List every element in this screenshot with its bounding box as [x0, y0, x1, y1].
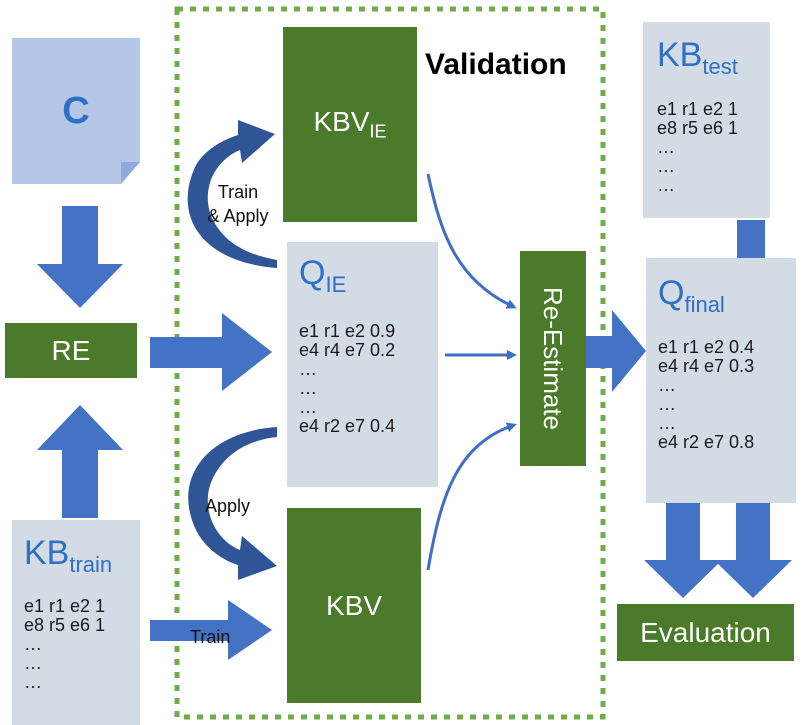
kb-test-title: KBtest	[657, 36, 738, 79]
kbv-label: KBV	[325, 589, 383, 621]
q-final-line: e4 r2 e7 0.8	[658, 432, 755, 452]
re-label: RE	[51, 334, 91, 366]
kb-train-line: e1 r1 e2 1	[24, 596, 106, 616]
re-estimate-label: Re-Estimate	[538, 286, 569, 431]
q-final-lines: e1 r1 e2 0.4 e4 r4 e7 0.3 … … … e4 r2 e7…	[658, 338, 754, 452]
curved-arrow-train-apply	[187, 120, 277, 268]
arrow-qfinal-to-evaluation-1	[644, 503, 722, 598]
q-ie-line: …	[299, 359, 317, 379]
q-final-box: Qfinal e1 r1 e2 0.4 e4 r4 e7 0.3 … … … e…	[646, 258, 796, 503]
kb-train-title: KBtrain	[24, 534, 113, 577]
kb-test-line: …	[657, 175, 675, 195]
q-final-line: …	[658, 413, 676, 433]
re-estimate-box: Re-Estimate	[520, 251, 586, 466]
q-ie-lines: e1 r1 e2 0.9 e4 r4 e7 0.2 … … … e4 r2 e7…	[299, 322, 395, 436]
evaluation-box: Evaluation	[617, 604, 794, 661]
arrow-reestimate-to-qfinal	[586, 310, 646, 392]
kb-train-lines: e1 r1 e2 1 e8 r5 e6 1 … … …	[24, 597, 105, 692]
kbv-box: KBV	[287, 508, 421, 703]
q-final-line: …	[658, 375, 676, 395]
kb-test-line: e1 r1 e2 1	[657, 99, 739, 119]
kb-test-box: KBtest e1 r1 e2 1 e8 r5 e6 1 … … …	[643, 22, 770, 218]
arrow-qfinal-to-evaluation-2	[714, 503, 792, 598]
q-ie-box: QIE e1 r1 e2 0.9 e4 r4 e7 0.2 … … … e4 r…	[287, 242, 438, 487]
kb-test-line: e8 r5 e6 1	[657, 118, 739, 138]
kbv-ie-box: KBVIE	[283, 27, 417, 222]
train-apply-label: Train & Apply	[207, 182, 269, 226]
kb-train-box: KBtrain e1 r1 e2 1 e8 r5 e6 1 … … …	[12, 520, 140, 725]
thin-arrow-kbvie-to-reestimate	[426, 173, 517, 309]
thin-arrow-kbv-to-reestimate	[426, 422, 517, 571]
q-ie-line: e4 r4 e7 0.2	[299, 340, 396, 360]
q-final-title: Qfinal	[658, 274, 725, 317]
kb-train-line: …	[24, 672, 42, 692]
kb-train-line: …	[24, 653, 42, 673]
validation-title: Validation	[425, 48, 567, 81]
re-box: RE	[5, 323, 137, 378]
arrow-kbtrain-to-re	[37, 405, 123, 518]
kb-train-line: e8 r5 e6 1	[24, 615, 106, 635]
q-final-line: e4 r4 e7 0.3	[658, 356, 755, 376]
curved-arrow-apply	[188, 427, 277, 580]
q-ie-line: e1 r1 e2 0.9	[299, 321, 396, 341]
evaluation-label: Evaluation	[640, 616, 771, 648]
corpus-label: C	[62, 89, 90, 132]
q-ie-line: e4 r2 e7 0.4	[299, 416, 396, 436]
corpus-document: C	[12, 38, 140, 184]
kb-test-lines: e1 r1 e2 1 e8 r5 e6 1 … … …	[657, 100, 738, 195]
connector-kbtest-qfinal	[737, 220, 765, 258]
apply-label: Apply	[205, 496, 251, 516]
q-ie-title: QIE	[299, 254, 347, 297]
arrow-kbtrain-to-kbv	[150, 600, 272, 660]
q-ie-line: …	[299, 397, 317, 417]
q-ie-line: …	[299, 378, 317, 398]
kb-train-line: …	[24, 634, 42, 654]
kb-test-line: …	[657, 156, 675, 176]
kbv-ie-label: KBVIE	[313, 106, 387, 142]
kb-test-line: …	[657, 137, 675, 157]
train-label: Train	[190, 627, 231, 647]
arrow-re-to-qie	[150, 313, 272, 391]
arrow-c-to-re	[37, 206, 123, 308]
q-final-line: …	[658, 394, 676, 414]
q-final-line: e1 r1 e2 0.4	[658, 337, 755, 357]
